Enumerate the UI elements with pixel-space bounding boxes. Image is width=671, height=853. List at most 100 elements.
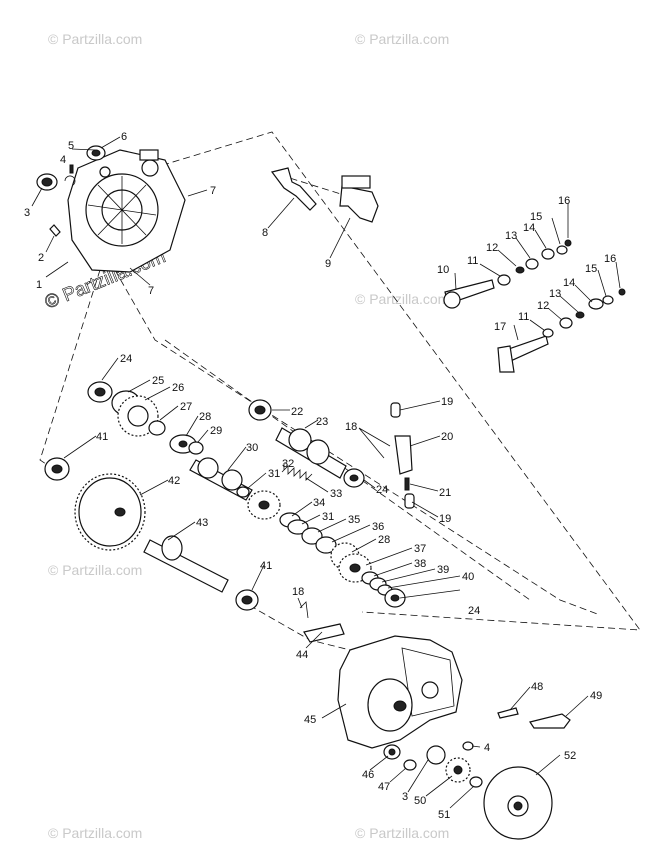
rod-19-upper	[390, 402, 401, 418]
main-case-45	[337, 635, 463, 749]
pin-48	[497, 707, 519, 719]
part-label-7: 7	[210, 185, 216, 197]
sprocket-42	[74, 473, 146, 551]
watermark-text: © Partzilla.com	[48, 31, 142, 47]
gear-33	[247, 490, 281, 520]
part-label-34: 34	[313, 497, 325, 509]
bushing-47	[403, 759, 417, 771]
part-label-31: 31	[268, 468, 280, 480]
part-label-15: 15	[530, 211, 542, 223]
part-label-15: 15	[585, 263, 597, 275]
part-label-3: 3	[402, 791, 408, 803]
sprocket-50	[445, 757, 471, 783]
part-label-14: 14	[523, 222, 535, 234]
bearing-6	[86, 145, 106, 161]
part-label-10: 10	[437, 264, 449, 276]
watermark-text: © Partzilla.com	[355, 291, 449, 307]
part-label-4: 4	[60, 154, 66, 166]
part-label-23: 23	[316, 416, 328, 428]
part-label-41: 41	[96, 431, 108, 443]
part-label-13: 13	[549, 288, 561, 300]
part-label-26: 26	[172, 382, 184, 394]
part-label-19: 19	[439, 513, 451, 525]
part-label-3: 3	[24, 207, 30, 219]
part-label-5: 5	[68, 140, 74, 152]
watermark-text: © Partzilla.com	[48, 825, 142, 841]
part-label-35: 35	[348, 514, 360, 526]
bearing-41-right	[235, 589, 259, 611]
part-label-18: 18	[345, 421, 357, 433]
part-label-7: 7	[148, 285, 154, 297]
ring-31-upper	[236, 486, 250, 498]
seal-46	[383, 744, 401, 760]
bearing-24-mid	[343, 468, 365, 488]
bearing-24-upper	[87, 381, 113, 403]
part-label-47: 47	[378, 781, 390, 793]
part-label-39: 39	[437, 564, 449, 576]
seal-3	[36, 173, 58, 191]
shaft-hardware-upper	[497, 239, 572, 286]
shaft-30	[189, 457, 253, 501]
part-label-25: 25	[152, 375, 164, 387]
shaft-hardware-lower	[542, 288, 626, 338]
part-label-9: 9	[325, 258, 331, 270]
part-label-4: 4	[484, 742, 490, 754]
leader-lines	[31, 136, 621, 809]
bearing-24-lower	[384, 588, 406, 608]
shift-rod-44	[303, 623, 345, 643]
watermark-text: © Partzilla.com	[48, 562, 142, 578]
part-label-52: 52	[564, 750, 576, 762]
bracket-20	[394, 435, 413, 475]
left-case-half	[67, 149, 186, 273]
part-label-45: 45	[304, 714, 316, 726]
watermark-text: © Partzilla.com	[355, 31, 449, 47]
part-label-16: 16	[604, 253, 616, 265]
part-label-2: 2	[38, 252, 44, 264]
shift-fork-9	[339, 175, 379, 223]
part-label-8: 8	[262, 227, 268, 239]
lever-49	[529, 713, 571, 729]
collar-29	[188, 441, 204, 455]
part-label-11: 11	[518, 311, 529, 323]
part-label-31: 31	[322, 511, 334, 523]
part-label-13: 13	[505, 230, 517, 242]
washer-36	[315, 536, 337, 554]
shaft-43	[143, 535, 229, 593]
part-label-32: 32	[282, 458, 294, 470]
part-label-48: 48	[531, 681, 543, 693]
part-label-41: 41	[260, 560, 272, 572]
pin-21	[404, 477, 410, 491]
seal-3-lower	[426, 745, 446, 765]
part-label-14: 14	[563, 277, 575, 289]
part-label-19: 19	[441, 396, 453, 408]
part-label-49: 49	[590, 690, 602, 702]
part-label-22: 22	[291, 406, 303, 418]
part-label-24: 24	[376, 484, 388, 496]
shaft-23	[275, 427, 347, 479]
rod-19-lower	[404, 493, 415, 509]
part-label-28: 28	[378, 534, 390, 546]
washer-51	[469, 776, 483, 788]
part-label-1: 1	[36, 279, 42, 291]
part-label-50: 50	[414, 795, 426, 807]
part-label-27: 27	[180, 401, 192, 413]
part-label-12: 12	[537, 300, 549, 312]
collar-35	[301, 527, 323, 545]
pin-5	[69, 164, 74, 174]
drive-clutch-52	[483, 766, 553, 840]
part-label-24: 24	[120, 353, 132, 365]
part-label-38: 38	[414, 558, 426, 570]
part-label-16: 16	[558, 195, 570, 207]
part-label-33: 33	[330, 488, 342, 500]
part-label-20: 20	[441, 431, 453, 443]
part-label-43: 43	[196, 517, 208, 529]
part-label-44: 44	[296, 649, 308, 661]
spring-32	[281, 465, 313, 481]
part-label-18: 18	[292, 586, 304, 598]
part-label-37: 37	[414, 543, 426, 555]
part-label-12: 12	[486, 242, 498, 254]
bearing-22	[248, 399, 272, 421]
washer-27	[148, 420, 166, 436]
part-label-6: 6	[121, 131, 127, 143]
